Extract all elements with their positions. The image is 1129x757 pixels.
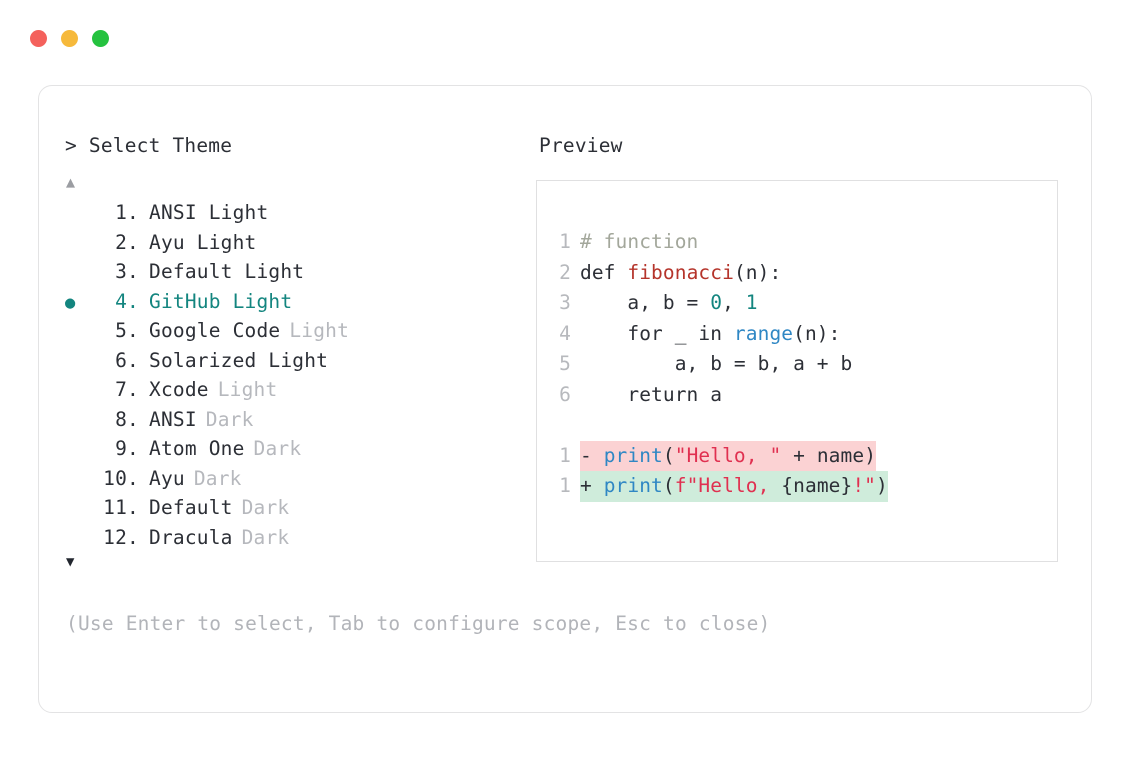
line-number: 1 (559, 443, 571, 467)
theme-index: 2. (103, 230, 139, 254)
theme-list-item[interactable]: 12. Dracula Dark (65, 523, 519, 553)
code-line: 1 # function (555, 227, 1057, 258)
theme-list-item[interactable]: 9. Atom One Dark (65, 434, 519, 464)
theme-list-item[interactable]: 7. Xcode Light (65, 375, 519, 405)
theme-index: 6. (103, 348, 139, 372)
code-text: # function (580, 230, 699, 253)
theme-list-item[interactable]: 10. Ayu Dark (65, 464, 519, 494)
theme-name: Xcode (149, 378, 209, 401)
scroll-down-icon[interactable]: ▼ (66, 554, 75, 570)
line-number: 6 (559, 382, 571, 406)
theme-index: 8. (103, 407, 139, 431)
code-line: 5 a, b = b, a + b (555, 349, 1057, 380)
line-number: 3 (559, 291, 571, 314)
line-number: 4 (559, 321, 571, 345)
theme-variant: Dark (193, 466, 242, 490)
theme-variant: Dark (241, 496, 290, 519)
theme-name: Google Code (149, 319, 281, 342)
theme-picker-pane: > Select Theme ▲ 1. ANSI Light 2. Ayu Li… (39, 134, 771, 636)
theme-variant: Light (289, 319, 350, 342)
theme-name: Ayu (149, 466, 185, 490)
prompt-label: > Select Theme (65, 134, 233, 157)
theme-name: Dracula (149, 525, 233, 549)
theme-variant: Dark (205, 407, 254, 431)
theme-index: 4. (103, 289, 139, 313)
theme-index: 11. (103, 496, 139, 519)
theme-variant: Light (217, 378, 278, 401)
line-number: 1 (559, 230, 571, 253)
code-line: 6 return a (555, 380, 1057, 411)
theme-list-item[interactable]: 2. Ayu Light (65, 228, 519, 258)
selection-marker-icon: ● (65, 292, 76, 313)
code-line: 4 for _ in range(n): (555, 319, 1057, 350)
code-blank-line (555, 410, 1057, 441)
code-line: 3 a, b = 0, 1 (555, 288, 1057, 319)
theme-name: ANSI Light (149, 201, 269, 224)
theme-variant: Dark (253, 437, 302, 460)
scroll-up-icon[interactable]: ▲ (66, 173, 76, 191)
theme-name: Ayu Light (149, 230, 257, 254)
minimize-window-button[interactable] (61, 30, 78, 47)
theme-index: 5. (103, 319, 139, 342)
code-preview-box: 1 # function 2 def fibonacci(n): 3 a, b … (536, 180, 1058, 562)
theme-index: 1. (103, 201, 139, 224)
code-line: 2 def fibonacci(n): (555, 258, 1057, 289)
theme-name: ANSI (149, 407, 197, 431)
keyboard-hint: (Use Enter to select, Tab to configure s… (66, 612, 771, 635)
theme-list-item[interactable]: 5. Google Code Light (65, 316, 519, 346)
code-text: return a (580, 382, 723, 406)
theme-list-item[interactable]: 8. ANSI Dark (65, 405, 519, 435)
theme-list-item-selected[interactable]: ● 4. GitHub Light (65, 287, 519, 317)
code-text: - print("Hello, " + name) (580, 440, 877, 471)
theme-list-item[interactable]: 6. Solarized Light (65, 346, 519, 376)
theme-index: 7. (103, 378, 139, 401)
theme-name: Atom One (149, 437, 245, 460)
theme-index: 10. (103, 466, 139, 490)
theme-name: Default (149, 496, 233, 519)
theme-name: Solarized Light (149, 348, 329, 372)
line-number: 2 (559, 260, 571, 284)
line-number: 1 (559, 474, 571, 497)
theme-list-item[interactable]: 1. ANSI Light (65, 198, 519, 228)
diff-line-added: 1 + print(f"Hello, {name}!") (555, 471, 1057, 502)
diff-line-removed: 1 - print("Hello, " + name) (555, 440, 1057, 471)
window-traffic-lights (30, 30, 109, 47)
line-number: 5 (559, 352, 571, 375)
theme-list: 1. ANSI Light 2. Ayu Light 3. Default Li (65, 198, 519, 552)
code-text: def fibonacci(n): (580, 260, 782, 284)
zoom-window-button[interactable] (92, 30, 109, 47)
theme-variant: Dark (241, 525, 290, 549)
theme-index: 12. (103, 525, 139, 549)
theme-selector-card: > Select Theme ▲ 1. ANSI Light 2. Ayu Li… (38, 85, 1092, 713)
theme-index: 9. (103, 437, 139, 460)
code-text: for _ in range(n): (580, 321, 841, 345)
code-text: a, b = b, a + b (580, 352, 853, 375)
close-window-button[interactable] (30, 30, 47, 47)
theme-name: Default Light (149, 260, 305, 283)
code-text: a, b = 0, 1 (580, 291, 758, 314)
preview-label: Preview (539, 134, 623, 157)
preview-pane: Preview 1 # function 2 def fibonacci(n):… (519, 134, 1079, 636)
theme-name: GitHub Light (149, 289, 293, 313)
code-text: + print(f"Hello, {name}!") (580, 471, 888, 502)
theme-index: 3. (103, 260, 139, 283)
theme-list-item[interactable]: 3. Default Light (65, 257, 519, 287)
theme-list-item[interactable]: 11. Default Dark (65, 493, 519, 523)
